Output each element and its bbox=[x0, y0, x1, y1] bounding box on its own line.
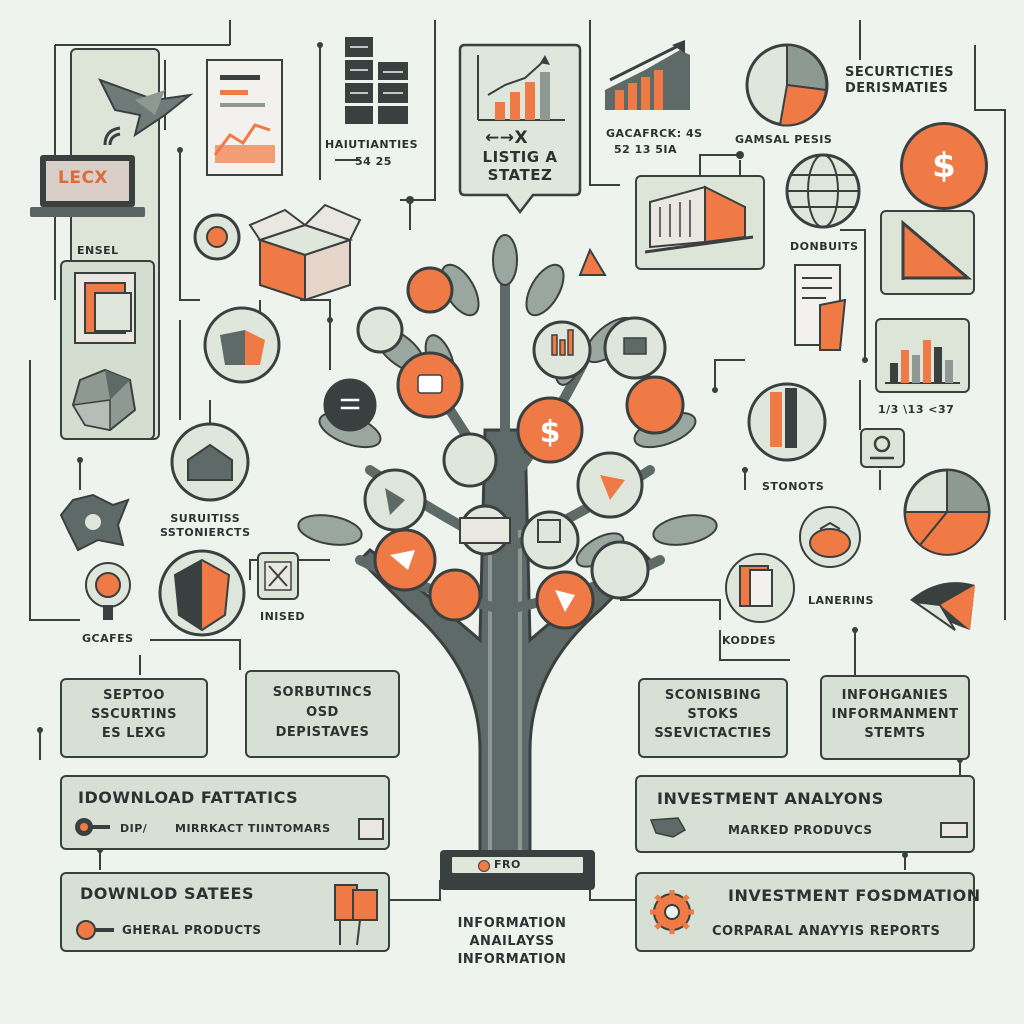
mid-box-left-2-text: SORBUTINCS OSD DEPISTAVES bbox=[272, 685, 373, 740]
laptop-icon: LECX bbox=[30, 155, 145, 225]
mid-box-left-1 bbox=[60, 678, 208, 758]
mid-box-left-1-text: SEPTOO SSCURTINS ES LEXG bbox=[90, 688, 178, 741]
triangle-chart-icon bbox=[901, 219, 973, 280]
download-statistics-prefix: DIP/ bbox=[120, 822, 148, 835]
label-bar-numbers: 1/3 \13 <37 bbox=[878, 403, 955, 416]
tall-bar-icon bbox=[747, 382, 827, 462]
mid-box-right-2 bbox=[820, 675, 970, 760]
line-chart-icon bbox=[477, 55, 565, 121]
download-statistics-sub: MIRRKACT TIINTOMARS bbox=[175, 822, 331, 835]
tree-base-dot bbox=[478, 860, 490, 872]
building-icon bbox=[645, 185, 754, 254]
gear-icon bbox=[650, 890, 694, 934]
server-stack-icon bbox=[345, 37, 408, 124]
label-inised: INISED bbox=[260, 610, 305, 623]
label-gcafes: GCAFES bbox=[82, 632, 134, 645]
shield-icon bbox=[158, 549, 246, 637]
house-icon bbox=[170, 422, 250, 502]
download-sales-sub: GHERAL PRODUCTS bbox=[122, 923, 262, 937]
label-koddes: KODDES bbox=[722, 634, 777, 647]
mid-box-right-1-text: SCONISBING STOKS SSEVICTACTIES bbox=[654, 688, 772, 741]
download-statistics-title: IDOWNLOAD FATTATICS bbox=[78, 788, 299, 807]
tree-icon: $ bbox=[297, 234, 718, 870]
label-stonots: STONOTS bbox=[762, 480, 825, 493]
download-statistics-bar[interactable] bbox=[60, 775, 390, 850]
investment-analysis-title: INVESTMENT ANALYONS bbox=[657, 789, 884, 808]
investment-formation-sub: CORPARAL ANAYYIS REPORTS bbox=[712, 924, 941, 939]
mini-toggle-icon bbox=[940, 822, 968, 838]
gear-blob-icon bbox=[59, 493, 130, 552]
box-icon bbox=[248, 203, 362, 302]
toggle-icon-2 bbox=[76, 920, 114, 940]
cross-icon bbox=[264, 561, 292, 591]
label-gacafrck-numbers: 52 13 5IA bbox=[614, 143, 678, 156]
arrow-x-mark: ←→X bbox=[485, 128, 529, 148]
label-ensel: ENSEL bbox=[77, 244, 119, 257]
mid-box-right-2-text: INFOHGANIES INFORMANMENT STEMTS bbox=[831, 688, 959, 741]
cross-panel bbox=[257, 552, 299, 600]
person-icon bbox=[870, 435, 894, 460]
label-securities: SECURTICTIES DERISMATIES bbox=[845, 65, 954, 96]
svg-text:$: $ bbox=[540, 415, 561, 450]
label-haiu-numbers: 54 25 bbox=[355, 155, 392, 168]
mini-map-icon bbox=[358, 818, 384, 840]
map-icon bbox=[649, 817, 687, 838]
label-donbuits: DONBUITS bbox=[790, 240, 859, 253]
investment-analysis-bar[interactable] bbox=[635, 775, 975, 853]
bar-trend-icon bbox=[605, 40, 690, 110]
plane-icon bbox=[97, 78, 194, 138]
pie-chart-icon bbox=[745, 43, 829, 127]
mid-box-right-1 bbox=[638, 678, 788, 758]
center-caption: INFORMATION ANAILAYSS INFORMATION bbox=[457, 916, 567, 967]
label-listig: LISTIG A STATEZ bbox=[482, 148, 558, 184]
pin-icon bbox=[85, 562, 131, 620]
dollar-coin-icon: $ bbox=[900, 122, 988, 210]
investment-analysis-sub: MARKED PRODUVCS bbox=[728, 823, 873, 837]
signal-icon bbox=[103, 126, 121, 146]
download-sales-title: DOWNLOD SATEES bbox=[80, 884, 254, 903]
toggle-icon bbox=[75, 818, 110, 836]
label-lanerins: LANERINS bbox=[808, 594, 874, 607]
bar-chart-icon bbox=[885, 340, 960, 384]
pie-chart-icon-2 bbox=[903, 468, 991, 556]
label-surutiss: SURUITISS SSTONIERCTS bbox=[160, 512, 251, 539]
coin-stack-icon bbox=[799, 506, 861, 568]
folder-doc-icon bbox=[74, 272, 136, 344]
label-haiutianties: HAIUTIANTIES bbox=[325, 138, 419, 151]
cubes-icon bbox=[71, 368, 137, 432]
label-gamsal: GAMSAL PESIS bbox=[735, 133, 833, 146]
label-gacafrck: GACAFRCK: 4S bbox=[606, 127, 703, 140]
document-orange-icon bbox=[725, 553, 795, 623]
tree-base-label: FRO bbox=[494, 858, 521, 871]
globe-icon bbox=[785, 153, 861, 229]
flags-icon bbox=[334, 884, 378, 946]
document-chart-icon bbox=[206, 59, 283, 176]
mid-box-left-2 bbox=[245, 670, 400, 758]
person-panel bbox=[860, 428, 905, 468]
investment-formation-title: INVESTMENT FOSDMATION bbox=[728, 886, 981, 905]
document-icon bbox=[794, 264, 847, 351]
pie-flag-icon bbox=[910, 582, 975, 631]
target-icon bbox=[193, 213, 241, 261]
shape-icon bbox=[203, 306, 281, 384]
laptop-screen-text: LECX bbox=[58, 168, 109, 188]
